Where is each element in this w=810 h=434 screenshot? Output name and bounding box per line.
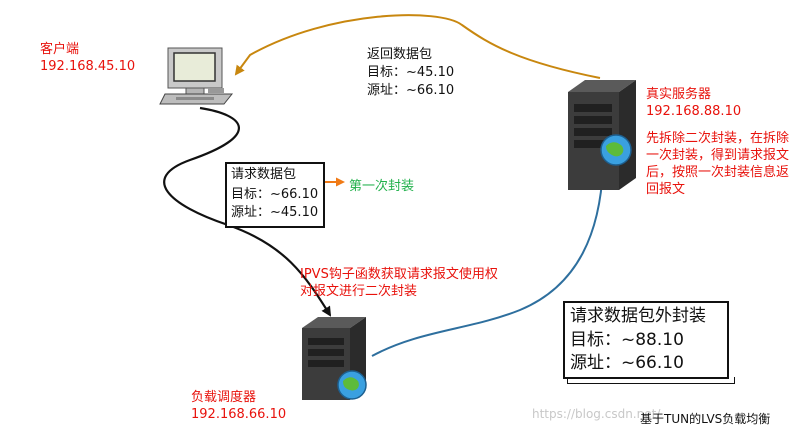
first-encap-label: 第一次封装 xyxy=(349,179,415,194)
tunnel-arrow xyxy=(371,166,608,357)
ipvs-note-1: IPVS钩子函数获取请求报文使用权 xyxy=(300,267,498,282)
return-arrow xyxy=(234,14,601,79)
outer-packet-title: 请求数据包外封装 xyxy=(570,306,706,326)
outer-packet-shadow xyxy=(567,377,735,384)
request-packet-source: 源址：~45.10 xyxy=(231,205,319,220)
outer-packet-source: 源址：~66.10 xyxy=(570,353,684,373)
figure-caption: 基于TUN的LVS负载均衡 xyxy=(640,412,771,426)
real-server-ip: 192.168.88.10 xyxy=(646,104,742,119)
return-packet-target: 目标：~45.10 xyxy=(367,65,455,80)
load-balancer-label: 负载调度器 xyxy=(191,390,257,405)
real-server-note-1: 先拆除二次封装，在拆除 xyxy=(646,131,790,146)
request-packet-target: 目标：~66.10 xyxy=(231,187,319,202)
real-server-note-2: 一次封装，得到请求报文 xyxy=(646,148,790,163)
load-balancer-ip: 192.168.66.10 xyxy=(191,407,287,422)
request-arrow xyxy=(163,106,332,317)
return-packet-source: 源址：~66.10 xyxy=(367,83,455,98)
real-server-note-4: 回报文 xyxy=(646,182,686,197)
outer-packet-box: 请求数据包外封装 目标：~88.10 源址：~66.10 xyxy=(563,301,729,379)
return-packet-title: 返回数据包 xyxy=(367,47,433,62)
computer-icon xyxy=(159,47,234,105)
ipvs-note-2: 对报文进行二次封装 xyxy=(300,284,418,299)
watermark: https://blog.csdn.net/ xyxy=(532,407,661,421)
outer-packet-target: 目标：~88.10 xyxy=(570,330,684,350)
real-server-label: 真实服务器 xyxy=(646,87,712,102)
server-icon xyxy=(302,317,367,400)
server-icon xyxy=(568,80,636,190)
request-packet-title: 请求数据包 xyxy=(231,167,297,182)
request-packet-box: 请求数据包 目标：~66.10 源址：~45.10 xyxy=(225,162,325,228)
client-label: 客户端 xyxy=(40,42,80,57)
client-ip: 192.168.45.10 xyxy=(40,59,136,74)
real-server-note-3: 后，按照一次封装信息返 xyxy=(646,165,790,180)
